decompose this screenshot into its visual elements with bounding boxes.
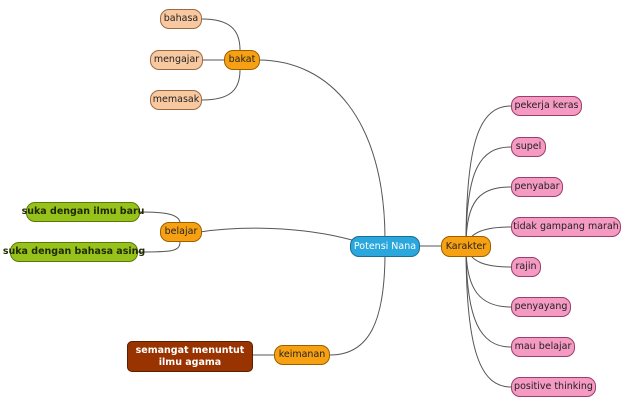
- leaf-node-mengajar[interactable]: mengajar: [150, 50, 203, 70]
- branch-node-karakter[interactable]: Karakter: [441, 236, 491, 257]
- leaf-node-bahasa[interactable]: bahasa: [160, 9, 202, 29]
- leaf-node-positive-thinking[interactable]: positive thinking: [511, 377, 596, 397]
- leaf-node-mau-belajar[interactable]: mau belajar: [511, 337, 575, 357]
- link-belajar-ilmu: [139, 211, 181, 223]
- branch-node-belajar[interactable]: belajar: [160, 222, 202, 242]
- leaf-node-penyabar[interactable]: penyabar: [511, 177, 563, 197]
- branch-node-bakat[interactable]: bakat: [224, 50, 260, 70]
- link-root-bakat: [257, 59, 386, 241]
- leaf-node-rajin[interactable]: rajin: [511, 257, 541, 277]
- link-root-keimanan: [329, 251, 386, 356]
- link-karakter-supel: [465, 146, 512, 247]
- link-karakter-positive: [465, 245, 512, 388]
- link-root-belajar: [199, 227, 353, 241]
- link-bakat-bahasa: [201, 18, 241, 51]
- link-bakat-memasak: [201, 69, 241, 101]
- link-belajar-bahasa: [137, 241, 181, 253]
- link-karakter-pekerja: [465, 105, 512, 247]
- leaf-node-penyayang[interactable]: penyayang: [511, 297, 571, 317]
- leaf-node-suka-bahasa-asing[interactable]: suka dengan bahasa asing: [3, 242, 145, 262]
- link-karakter-penyabar: [465, 186, 512, 247]
- leaf-node-supel[interactable]: supel: [511, 137, 546, 157]
- leaf-node-suka-ilmu-baru[interactable]: suka dengan ilmu baru: [22, 202, 144, 222]
- leaf-node-tidak-gampang-marah[interactable]: tidak gampang marah: [511, 217, 621, 237]
- branch-node-keimanan[interactable]: keimanan: [274, 345, 330, 365]
- root-node-potensi-nana[interactable]: Potensi Nana: [350, 236, 420, 257]
- leaf-node-semangat-ilmu-agama[interactable]: semangat menuntut ilmu agama: [127, 341, 253, 372]
- leaf-node-pekerja-keras[interactable]: pekerja keras: [511, 96, 582, 116]
- link-karakter-mau: [465, 245, 512, 348]
- leaf-node-memasak[interactable]: memasak: [150, 90, 202, 110]
